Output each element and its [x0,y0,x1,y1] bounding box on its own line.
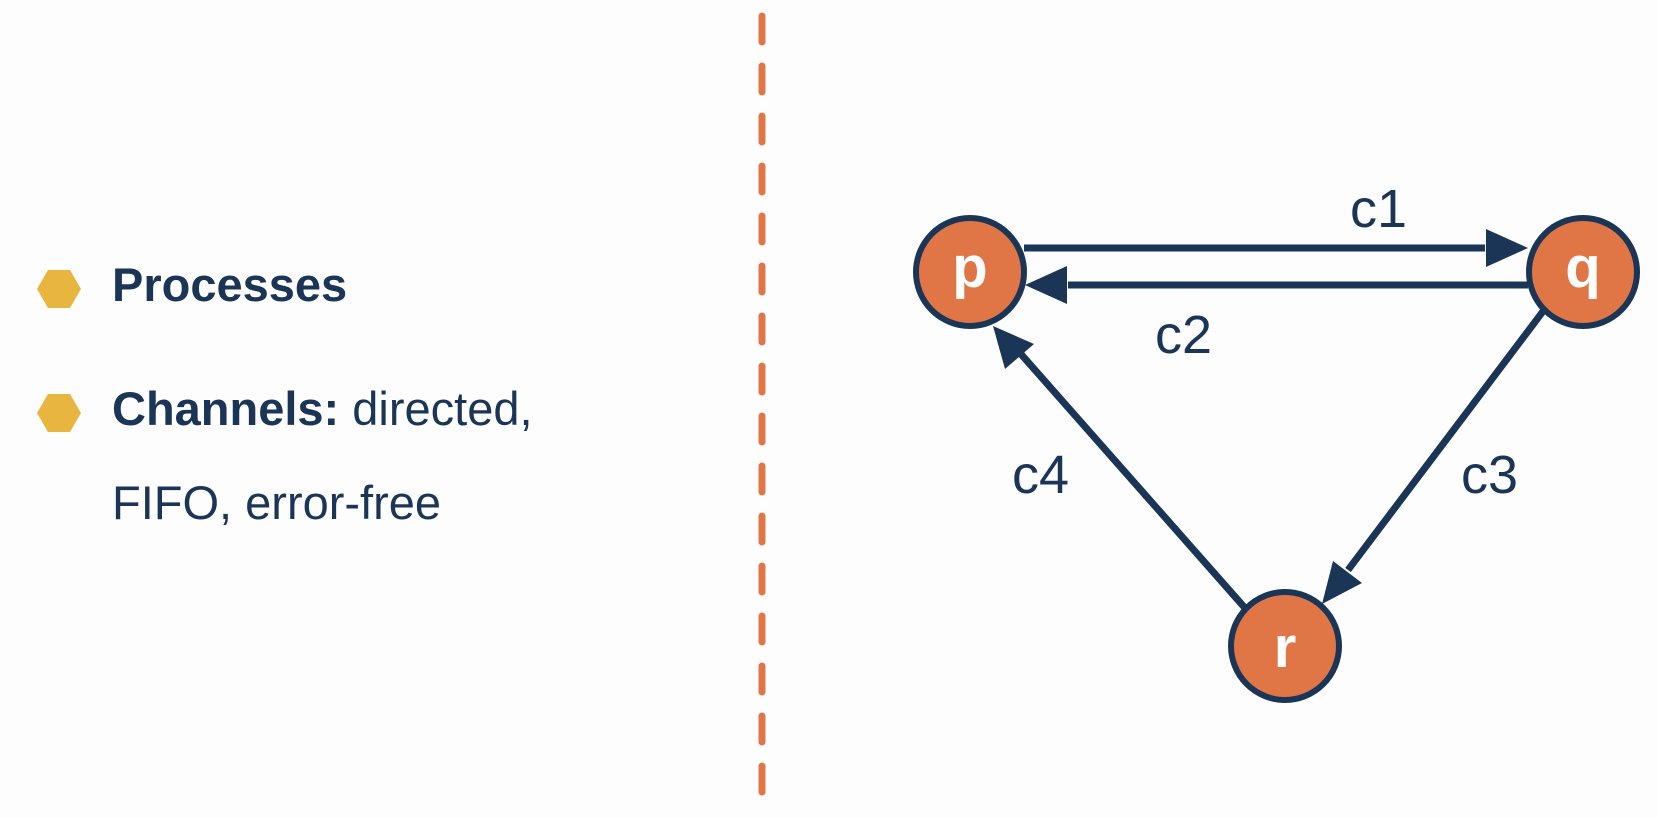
arrowhead-c4 [993,326,1034,369]
arrowhead-c3 [1322,561,1362,604]
hexagon-bullet-icon [37,394,81,432]
edge-c4 [993,326,1248,611]
hexagon-bullet-icon [37,270,81,308]
bullet-detail-line-1: directed, [339,382,533,435]
node-p: p [913,215,1027,329]
bullet-bold-label: Processes [112,258,348,311]
bullet-text: Channels: directed, FIFO, error-free [112,362,533,550]
node-label-q: q [1565,235,1600,300]
bullet-line-1: Channels: directed, [112,362,533,456]
arrowhead-c1 [1486,229,1528,267]
node-label-r: r [1274,615,1297,680]
node-r: r [1228,589,1342,703]
edge-c1 [1024,229,1528,267]
edge-label-c3: c3 [1461,445,1518,505]
edge-c2 [1025,266,1528,304]
bullet-list: Processes Channels: directed, FIFO, erro… [0,0,700,818]
node-label-p: p [952,235,987,300]
bullet-bold-label: Channels: [112,382,340,435]
node-q: q [1526,215,1640,329]
bullet-detail-line-2: FIFO, error-free [112,476,442,529]
edge-label-c4: c4 [1012,445,1069,505]
arrowhead-c2 [1025,266,1067,304]
edge-c3 [1322,307,1547,604]
edge-label-c1: c1 [1350,179,1407,239]
bullet-text: Processes [112,238,347,332]
edge-label-c2: c2 [1155,305,1212,365]
